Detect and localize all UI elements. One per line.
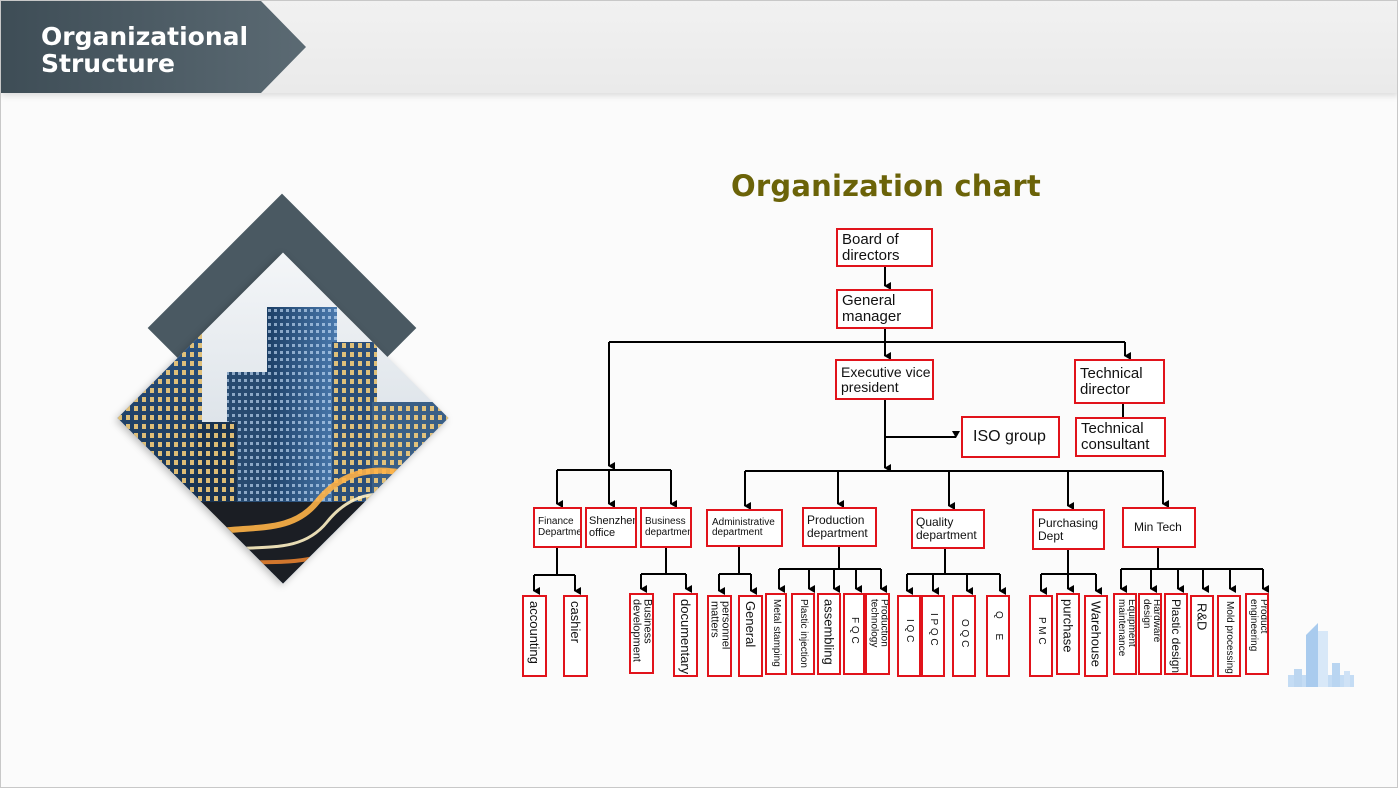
leaf-equipment-maintenance: Equipment maintenance: [1113, 593, 1137, 675]
chart-title: Organization chart: [731, 169, 1041, 203]
leaf-product-engineering: Product engineering: [1245, 593, 1269, 675]
node-business-dept: Business department: [640, 507, 692, 548]
node-production: Production department: [802, 507, 877, 547]
node-technical-director: Technical director: [1074, 359, 1165, 404]
node-min-tech: Min Tech: [1122, 507, 1196, 548]
page-title: Organizational Structure: [41, 22, 249, 78]
building-logo-icon: [1288, 623, 1354, 687]
leaf-assembling: assembling: [817, 593, 841, 675]
leaf-oqc: O Q C: [952, 595, 976, 677]
leaf-warehouse: Warehouse: [1084, 595, 1108, 677]
node-finance: Finance Department: [533, 507, 582, 548]
leaf-documentary: documentary: [673, 593, 698, 677]
title-ribbon: [1, 1, 306, 93]
leaf-iqc: I Q C: [897, 595, 921, 677]
node-purchasing: Purchasing Dept: [1032, 509, 1105, 550]
node-quality: Quality department: [911, 509, 985, 549]
leaf-personnel: personnel matters: [707, 595, 732, 677]
leaf-business-development: Business development: [629, 593, 654, 674]
leaf-accounting: accounting: [522, 595, 547, 677]
leaf-qe: Q E: [986, 595, 1010, 677]
leaf-cashier: cashier: [563, 595, 588, 677]
node-iso-group: ISO group: [961, 416, 1060, 458]
leaf-metal-stamping: Metal stamping: [765, 593, 787, 675]
leaf-plastic-design: Plastic design: [1164, 593, 1188, 675]
node-board: Board of directors: [836, 228, 933, 267]
leaf-fqc: F Q C: [843, 593, 865, 675]
leaf-hardware-design: Hardware design: [1138, 593, 1162, 675]
leaf-general: General: [738, 595, 763, 677]
node-technical-consultant: Technical consultant: [1075, 417, 1166, 457]
leaf-production-technology: Production technology: [865, 593, 890, 675]
leaf-pmc: P M C: [1029, 595, 1053, 677]
node-general-manager: General manager: [836, 289, 933, 329]
leaf-purchase: purchase: [1056, 593, 1080, 675]
node-shenzhen: Shenzhen office: [585, 507, 637, 548]
leaf-mold-processing: Mold processing: [1217, 595, 1241, 677]
leaf-rnd: R&D: [1190, 595, 1214, 677]
node-executive-vp: Executive vice president: [835, 359, 934, 400]
leaf-plastic-injection: Plastic injection: [791, 593, 815, 675]
leaf-ipqc: I P Q C: [921, 595, 945, 677]
node-admin: Administrative department: [706, 509, 783, 547]
